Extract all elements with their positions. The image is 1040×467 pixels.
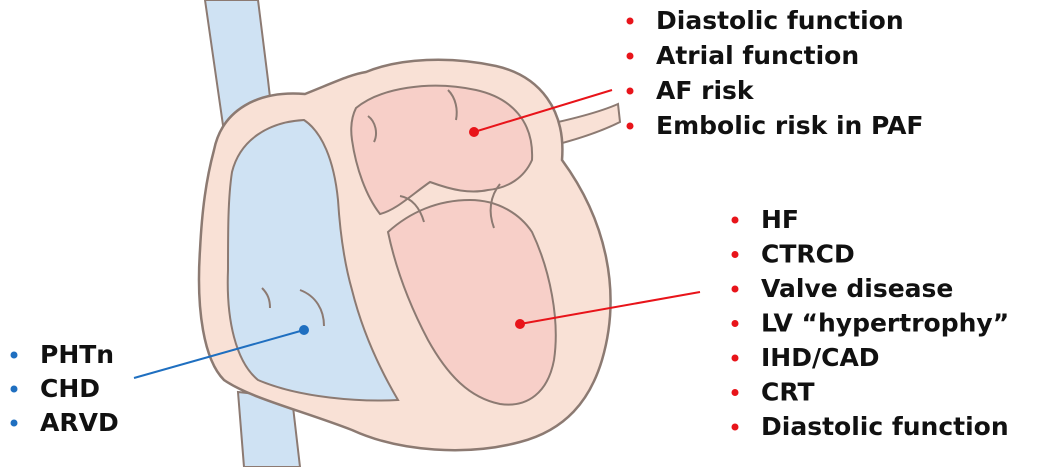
left-ventricle-bullet xyxy=(732,320,739,327)
left-atrium-marker-dot xyxy=(469,127,479,137)
left-ventricle-label: IHD/CAD xyxy=(761,343,880,372)
left-ventricle-bullet xyxy=(732,217,739,224)
right-ventricle-label: CHD xyxy=(40,374,100,403)
left-atrium-bullet xyxy=(627,123,634,130)
right-ventricle-marker-dot xyxy=(299,325,309,335)
left-atrium-label: Diastolic function xyxy=(656,6,904,35)
left-ventricle-bullet xyxy=(732,355,739,362)
left-ventricle-marker-dot xyxy=(515,319,525,329)
left-ventricle-label-list: HF CTRCD Valve disease LV “hypertrophy” IHD/… xyxy=(732,205,1010,441)
left-ventricle-bullet xyxy=(732,286,739,293)
right-ventricle-label: ARVD xyxy=(40,408,119,437)
left-ventricle-label: CTRCD xyxy=(761,240,855,269)
left-ventricle-label: HF xyxy=(761,205,799,234)
left-ventricle-bullet xyxy=(732,389,739,396)
right-ventricle-bullet xyxy=(11,420,18,427)
left-ventricle-label: Diastolic function xyxy=(761,412,1009,441)
left-atrium-label: Embolic risk in PAF xyxy=(656,111,924,140)
left-atrium-label: AF risk xyxy=(656,76,755,105)
right-ventricle-bullet xyxy=(11,386,18,393)
left-atrium-bullet xyxy=(627,53,634,60)
left-atrium-bullet xyxy=(627,18,634,25)
left-ventricle-label: CRT xyxy=(761,378,815,407)
left-atrium-bullet xyxy=(627,88,634,95)
left-ventricle-label: Valve disease xyxy=(761,274,953,303)
right-ventricle-label: PHTn xyxy=(40,340,114,369)
left-atrium-label: Atrial function xyxy=(656,41,859,70)
right-ventricle-bullet xyxy=(11,352,18,359)
left-ventricle-bullet xyxy=(732,424,739,431)
left-ventricle-label: LV “hypertrophy” xyxy=(761,309,1009,338)
left-ventricle-bullet xyxy=(732,251,739,258)
